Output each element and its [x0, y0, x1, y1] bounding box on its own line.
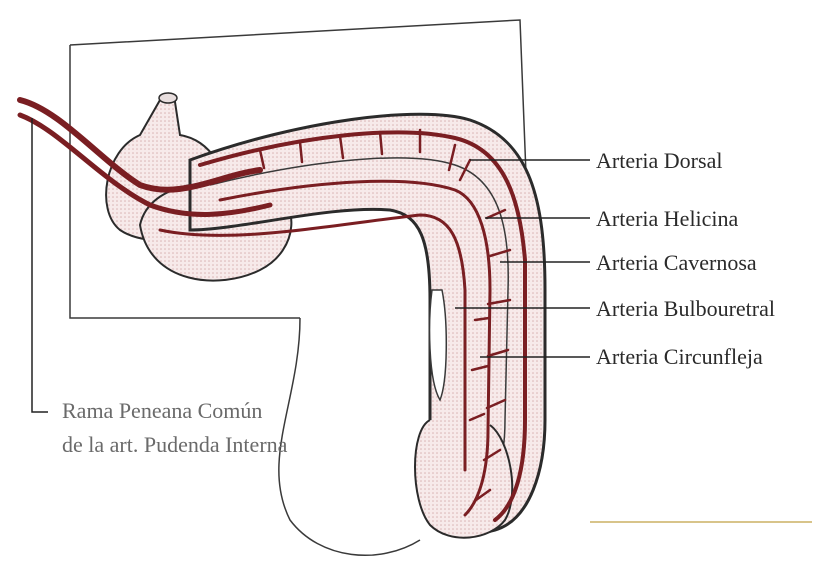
- origin-bracket: [32, 118, 48, 412]
- label-arteria-circunfleja: Arteria Circunfleja: [596, 344, 763, 369]
- label-arteria-dorsal: Arteria Dorsal: [596, 148, 722, 173]
- label-origin-line1: Rama Peneana Común: [62, 398, 262, 423]
- label-origin-line2: de la art. Pudenda Interna: [62, 432, 288, 457]
- label-arteria-bulbouretral: Arteria Bulbouretral: [596, 296, 775, 321]
- scrotum-outline: [279, 318, 420, 555]
- ureter-opening: [159, 93, 177, 103]
- label-arteria-cavernosa: Arteria Cavernosa: [596, 250, 757, 275]
- label-arteria-helicina: Arteria Helicina: [596, 206, 739, 231]
